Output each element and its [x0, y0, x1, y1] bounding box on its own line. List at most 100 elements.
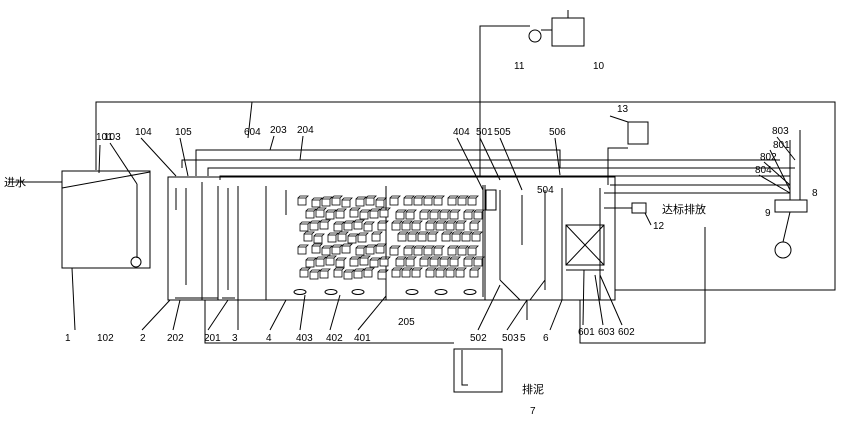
leader-line-20: [299, 135, 304, 161]
leader-line-28: [644, 212, 652, 226]
tank3-cube-top-12: [349, 207, 361, 211]
tank3-cube-top-29: [357, 232, 369, 236]
tank4-cube-top-0: [389, 195, 401, 199]
tank4-cube-9: [405, 211, 415, 220]
tank4-cube-top-46: [463, 256, 475, 260]
label-803: 803: [772, 126, 789, 137]
tank4-cube-top-52: [435, 267, 447, 271]
tank3-cube-top-10: [325, 209, 337, 213]
blower-9-link: [782, 211, 791, 243]
line-805: [207, 167, 795, 176]
tank3-cube-53: [363, 269, 373, 278]
tank3-cube-20: [343, 222, 353, 231]
tank3-cube-top-40: [315, 256, 327, 260]
tank3-cube-top-30: [371, 231, 383, 235]
tank3-cube-top-4: [341, 197, 353, 201]
tank4-cube-14: [463, 211, 473, 220]
tank4-cube-46: [463, 258, 473, 267]
tank4-cube-top-36: [433, 245, 445, 249]
tank3-cube-top-53: [363, 267, 375, 271]
tank3-cube-top-26: [327, 232, 339, 236]
line-203: [181, 159, 780, 168]
tank4-cube-21: [445, 222, 455, 231]
label-403: 403: [296, 333, 313, 344]
tank3-cube-47: [299, 269, 309, 278]
tank4-cube-top-55: [469, 267, 481, 271]
label-503: 503: [502, 333, 519, 344]
label-604: 604: [244, 127, 261, 138]
aerator-5: [463, 289, 477, 295]
tank4-cube-50: [411, 269, 421, 278]
label-6: 6: [543, 333, 549, 344]
tank4-cube-15: [473, 211, 483, 220]
label-502: 502: [470, 333, 487, 344]
tank4-cube-38: [457, 247, 467, 256]
tank3-cube-11: [335, 210, 345, 219]
tank3-cube-top-28: [347, 233, 359, 237]
hopper-502: [499, 279, 521, 301]
tank3-cube-top-13: [359, 209, 371, 213]
tank3-cube-31: [297, 246, 307, 255]
label-1: 1: [65, 333, 71, 344]
tank3-cube-50: [333, 269, 343, 278]
tank3-cube-45: [369, 259, 379, 268]
tank3-cube-9: [315, 209, 325, 218]
tank4-cube-42: [419, 258, 429, 267]
tank3-cube-top-44: [359, 255, 371, 259]
tank3-cube-top-32: [311, 243, 323, 247]
pump-102: [130, 256, 142, 268]
aerator-2: [351, 289, 365, 295]
tank4-cube-top-23: [469, 220, 481, 224]
tank4-cube-top-26: [417, 231, 429, 235]
tank3-cube-top-36: [355, 245, 367, 249]
tank4-cube-47: [473, 258, 483, 267]
tank3-cube-32: [311, 245, 321, 254]
tank3-cube-top-24: [303, 231, 315, 235]
label-804: 804: [755, 165, 772, 176]
tank3-cube-top-14: [369, 208, 381, 212]
leader-line-21: [140, 137, 177, 177]
hopper-503: [529, 279, 546, 301]
label-504: 504: [537, 185, 554, 196]
tank3-cube-10: [325, 211, 335, 220]
tank4-cube-top-7: [467, 195, 479, 199]
leader-line-18: [247, 101, 253, 139]
tank3-cube-41: [325, 257, 335, 266]
tank3-cube-14: [369, 210, 379, 219]
tank4-cube-top-50: [411, 267, 423, 271]
label-402: 402: [326, 333, 343, 344]
tank4-cube-7: [467, 197, 477, 206]
tank3-cube-top-46: [379, 256, 391, 260]
tank4-cube-top-2: [413, 195, 425, 199]
tank4-cube-32: [389, 247, 399, 256]
tank3-cube-42: [335, 259, 345, 268]
tank3-cube-top-23: [377, 220, 389, 224]
tank3-cube-17: [309, 222, 319, 231]
tank4-cube-top-15: [473, 209, 485, 213]
label-9: 9: [765, 208, 771, 219]
reactor-outer: [167, 176, 616, 301]
tank4-cube-16: [391, 222, 401, 231]
pump-11: [528, 29, 542, 43]
tank4-cube-top-43: [429, 256, 441, 260]
tank3-cube-top-3: [331, 195, 343, 199]
tank4-cube-top-11: [429, 209, 441, 213]
tank3-cube-top-38: [375, 243, 387, 247]
tank4-cube-top-49: [401, 267, 413, 271]
tank4-cube-19: [425, 222, 435, 231]
tank3-cube-top-52: [353, 268, 365, 272]
tank4-cube-top-34: [413, 245, 425, 249]
label-7: 7: [530, 406, 536, 417]
label-603: 603: [598, 327, 615, 338]
tank4-cube-top-25: [407, 231, 419, 235]
tank4-cube-top-45: [449, 256, 461, 260]
tank4-cube-top-37: [447, 245, 459, 249]
leader-line-22: [179, 137, 189, 177]
label-205: 205: [398, 317, 415, 328]
tank4-cube-top-20: [435, 220, 447, 224]
tank3-cube-top-47: [299, 267, 311, 271]
tank4-cube-top-10: [419, 209, 431, 213]
tank3-cube-18: [319, 221, 329, 230]
tank4-cube-top-30: [461, 231, 473, 235]
tank4-cube-35: [423, 247, 433, 256]
